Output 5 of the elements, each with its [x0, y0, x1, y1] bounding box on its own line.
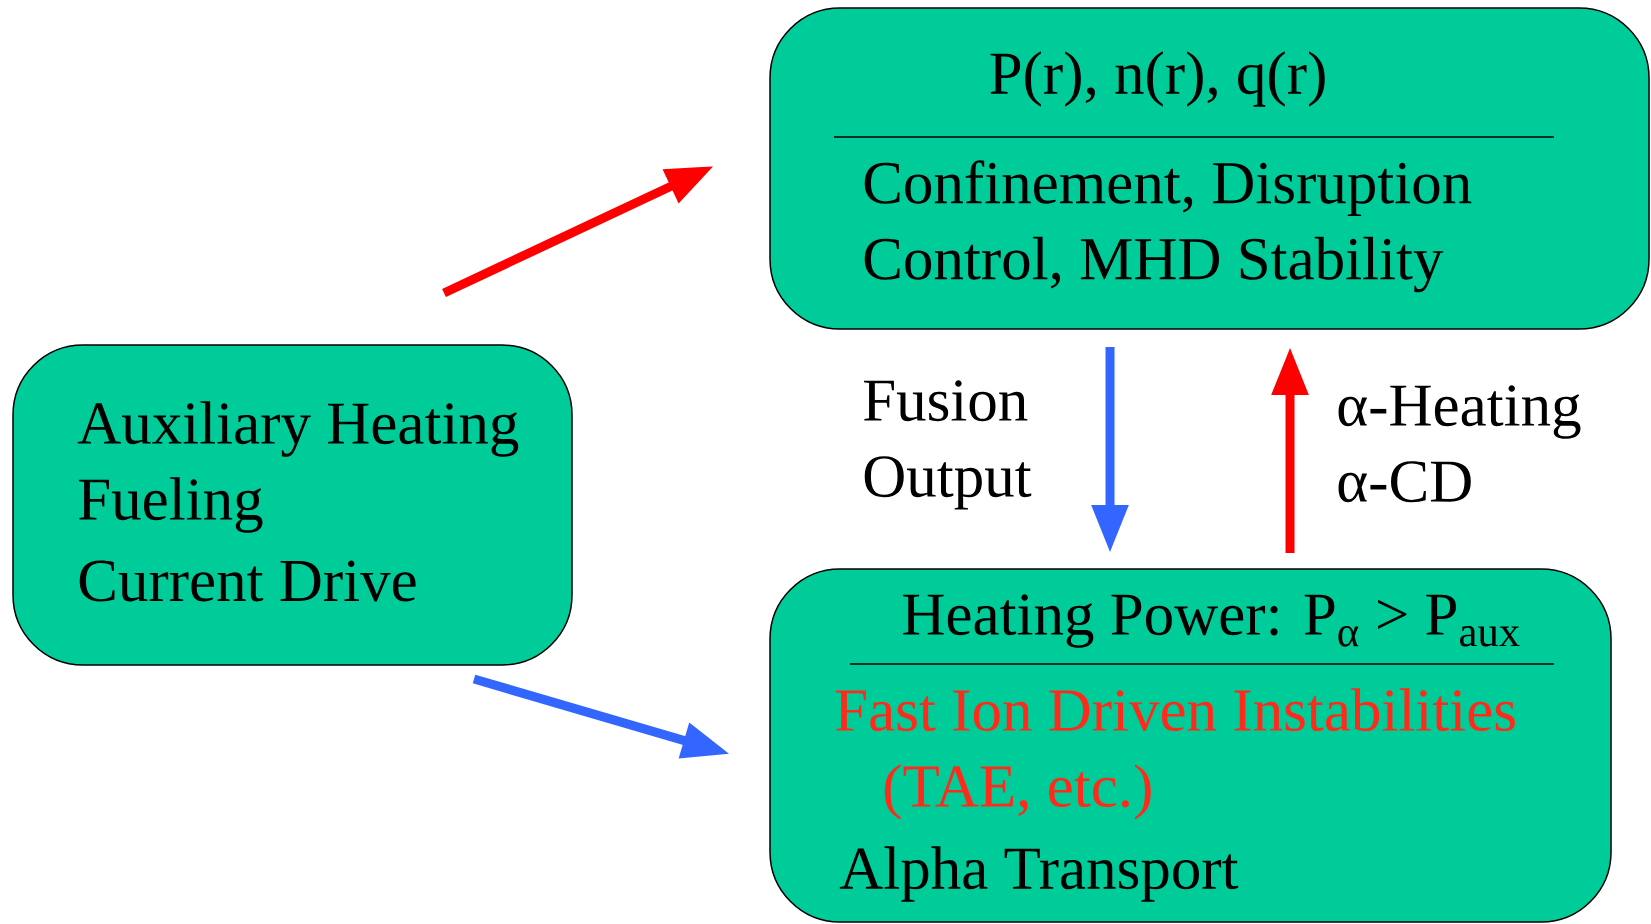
process-box: Heating Power: P$_{α}$ > P$_{aux}$ Fast Ion Driven Instabilities (TAE, etc.) Alpha Transport — [769, 568, 1612, 923]
edge-label: α-Heating α-CD — [1338, 385, 1581, 503]
edge-label: Fusion Output — [863, 380, 1032, 510]
process-box: P(r), n(r), q(r) Confinement, Disruption Control, MHD Stability — [769, 7, 1650, 330]
process-box: Auxiliary Heating Fueling Current Drive — [12, 344, 573, 666]
